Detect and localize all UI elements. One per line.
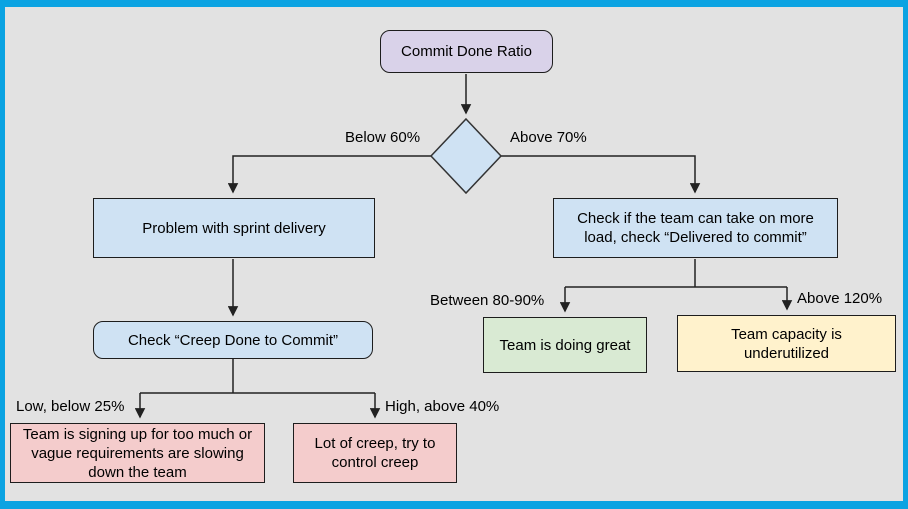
node-signing-up-too-much-label: Team is signing up for too much or vague… xyxy=(22,425,253,481)
node-problem-sprint-delivery-label: Problem with sprint delivery xyxy=(142,219,326,237)
decision-diamond xyxy=(429,117,503,195)
node-commit-done-ratio: Commit Done Ratio xyxy=(380,30,553,73)
node-lot-of-creep-label: Lot of creep, try to control creep xyxy=(314,435,436,471)
node-team-doing-great-label: Team is doing great xyxy=(499,336,631,354)
node-capacity-underutilized-label: Team capacity is underutilized xyxy=(731,325,842,362)
edge-label-between-80-90: Between 80-90% xyxy=(430,292,545,309)
node-commit-done-ratio-label: Commit Done Ratio xyxy=(401,43,532,60)
edge-label-above-70: Above 70% xyxy=(510,129,587,146)
edge-label-below-60: Below 60% xyxy=(345,129,421,146)
node-team-doing-great: Team is doing great xyxy=(483,317,647,373)
node-capacity-underutilized: Team capacity is underutilized xyxy=(677,315,896,372)
edge-label-low-below-25: Low, below 25% xyxy=(16,398,125,415)
node-check-team-load-label: Check if the team can take on more load,… xyxy=(577,210,814,246)
edge-label-above-120: Above 120% xyxy=(797,290,883,307)
edge-decision-to-problem xyxy=(227,155,431,194)
node-signing-up-too-much: Team is signing up for too much or vague… xyxy=(10,423,265,483)
edge-load-split xyxy=(565,259,787,288)
node-problem-sprint-delivery: Problem with sprint delivery xyxy=(93,198,375,258)
node-check-creep-done-to-commit: Check “Creep Done to Commit” xyxy=(93,321,373,359)
edge-creep-split xyxy=(140,359,375,394)
node-check-team-load: Check if the team can take on more load,… xyxy=(553,198,838,258)
edge-label-high-above-40: High, above 40% xyxy=(385,398,500,415)
node-check-creep-done-to-commit-label: Check “Creep Done to Commit” xyxy=(127,331,339,349)
node-lot-of-creep: Lot of creep, try to control creep xyxy=(293,423,457,483)
edge-decision-to-check-load xyxy=(501,155,701,194)
